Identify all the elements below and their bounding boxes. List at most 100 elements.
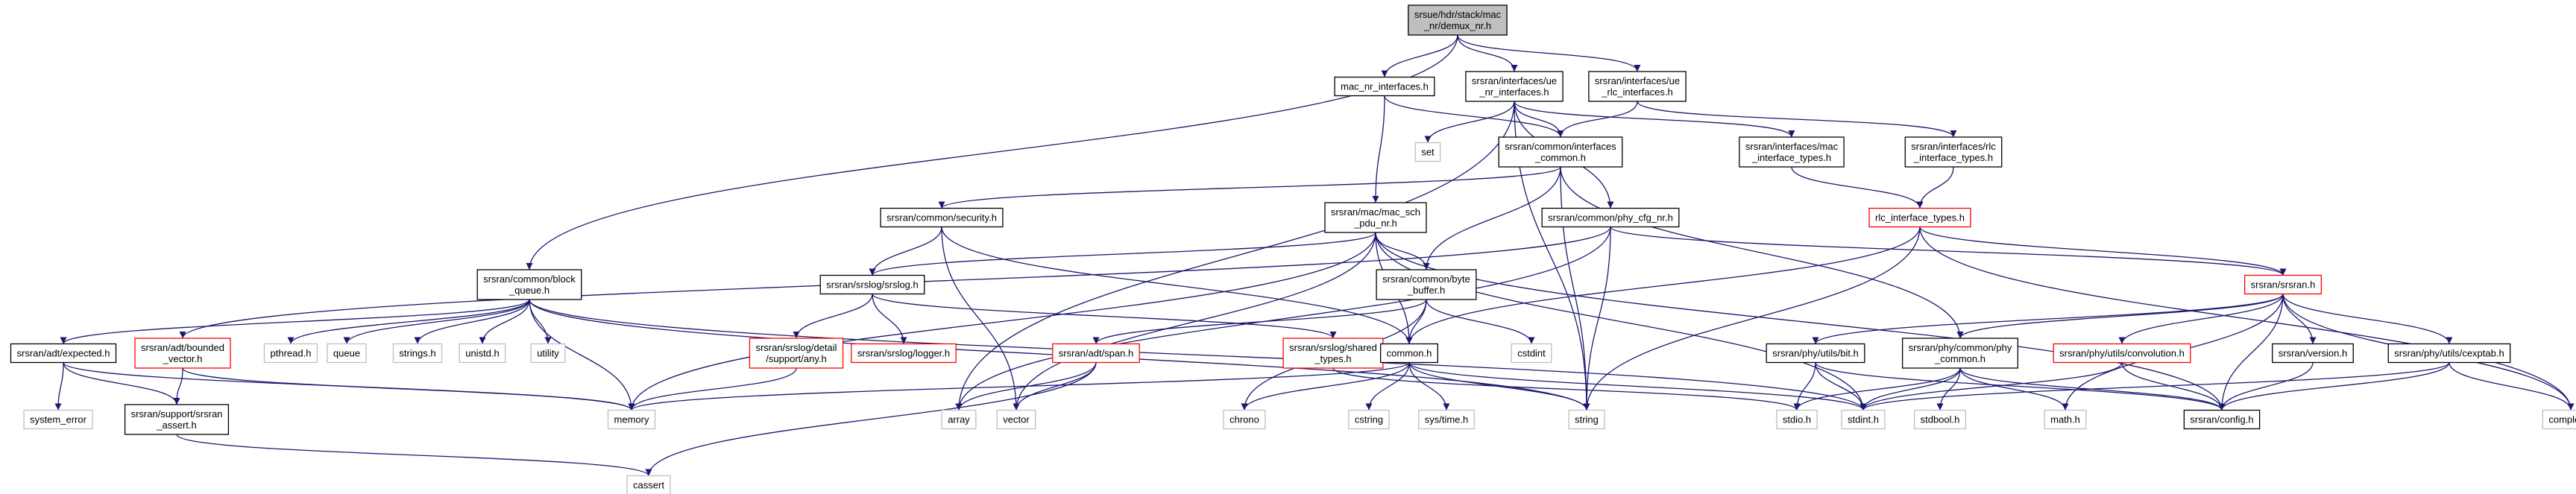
node-cstring: cstring bbox=[1348, 409, 1390, 430]
node-cexptab[interactable]: srsran/phy/utils/cexptab.h bbox=[2387, 343, 2511, 364]
node-shared-types[interactable]: srsran/srslog/shared_types.h bbox=[1282, 338, 1384, 369]
node-set: set bbox=[1414, 142, 1441, 162]
node-unistd: unistd.h bbox=[459, 343, 506, 364]
node-byte-buffer[interactable]: srsran/common/byte_buffer.h bbox=[1376, 269, 1477, 300]
node-label: srsran/interfaces/rlc bbox=[1911, 141, 1996, 152]
edge-common-h-to-systime bbox=[1408, 362, 1450, 411]
node-box bbox=[1052, 343, 1140, 364]
node-label: cassert bbox=[633, 480, 664, 491]
node-label: utility bbox=[537, 348, 559, 359]
node-box bbox=[1379, 343, 1439, 364]
node-convolution[interactable]: srsran/phy/utils/convolution.h bbox=[2053, 343, 2191, 364]
edge-rlc-if-types-to-string bbox=[1583, 227, 1921, 411]
node-phy-common[interactable]: srsran/phy/common/phy_common.h bbox=[1901, 338, 2019, 369]
edge-if-common-to-phy-common bbox=[1560, 166, 1964, 339]
edge-mac-nr-if-to-if-common bbox=[1384, 95, 1564, 138]
node-label: chrono bbox=[1229, 414, 1259, 425]
node-ue-nr-if[interactable]: srsran/interfaces/ue_nr_interfaces.h bbox=[1465, 71, 1563, 102]
node-srsran-h[interactable]: srsran/srsran.h bbox=[2243, 274, 2323, 295]
edge-srsran-h-to-version bbox=[2282, 294, 2317, 344]
node-label: _interface_types.h bbox=[1913, 152, 1993, 163]
edge-block-queue-to-queue bbox=[343, 299, 530, 344]
node-box bbox=[2243, 274, 2323, 295]
node-box bbox=[1376, 269, 1477, 300]
node-mac-sch[interactable]: srsran/mac/mac_sch_pdu_nr.h bbox=[1324, 202, 1427, 233]
edge-bounded-vec-to-memory bbox=[182, 367, 635, 411]
node-label: mac_nr_interfaces.h bbox=[1341, 81, 1429, 92]
node-box bbox=[392, 343, 443, 364]
edge-mac-sch-to-config bbox=[1375, 232, 2226, 411]
node-bounded-vec[interactable]: srsran/adt/bounded_vector.h bbox=[134, 338, 231, 369]
node-label: _assert.h bbox=[156, 419, 196, 431]
node-label: srsran/adt/expected.h bbox=[16, 348, 110, 359]
edge-srslog-to-detail-any bbox=[793, 294, 873, 339]
node-block-queue[interactable]: srsran/common/block_queue.h bbox=[476, 269, 582, 300]
node-mac-if-types[interactable]: srsran/interfaces/mac_interface_types.h bbox=[1739, 136, 1845, 168]
node-ue-rlc-if[interactable]: srsran/interfaces/ue_rlc_interfaces.h bbox=[1588, 71, 1687, 102]
edge-srsran-h-to-convolution bbox=[2118, 294, 2284, 344]
node-bit-h[interactable]: srsran/phy/utils/bit.h bbox=[1766, 343, 1865, 364]
node-label: srsran/common/block bbox=[483, 273, 576, 285]
node-label: vector bbox=[1003, 414, 1030, 425]
node-label: complex.h bbox=[2548, 414, 2576, 425]
node-box bbox=[1868, 207, 1971, 228]
node-label: srsran/common/interfaces bbox=[1505, 141, 1616, 152]
node-box bbox=[1776, 409, 1818, 430]
node-root[interactable]: srsue/hdr/stack/mac_nr/demux_nr.h bbox=[1408, 4, 1508, 36]
node-box bbox=[2044, 409, 2087, 430]
node-logger[interactable]: srsran/srslog/logger.h bbox=[851, 343, 957, 364]
edge-security-to-srslog bbox=[869, 227, 942, 276]
edge-byte-buffer-to-span bbox=[1092, 299, 1427, 344]
edge-root-to-block-queue bbox=[526, 34, 1458, 270]
node-detail-any[interactable]: srsran/srslog/detail/support/any.h bbox=[749, 338, 844, 369]
node-label: _nr/demux_nr.h bbox=[1423, 20, 1491, 31]
edge-mac-nr-if-to-mac-sch bbox=[1372, 95, 1385, 203]
node-version[interactable]: srsran/version.h bbox=[2272, 343, 2354, 364]
node-mac-nr-if[interactable]: mac_nr_interfaces.h bbox=[1334, 76, 1435, 97]
node-srslog[interactable]: srsran/srslog/srslog.h bbox=[819, 274, 925, 295]
edge-span-to-cassert bbox=[645, 362, 1097, 476]
node-security[interactable]: srsran/common/security.h bbox=[880, 207, 1004, 228]
node-common-h[interactable]: common.h bbox=[1379, 343, 1439, 364]
node-span[interactable]: srsran/adt/span.h bbox=[1052, 343, 1140, 364]
node-rlc-if-types[interactable]: rlc_interface_types.h bbox=[1868, 207, 1971, 228]
edge-srslog-to-logger bbox=[872, 294, 907, 344]
node-label: _vector.h bbox=[163, 353, 203, 364]
node-label: srsran/common/byte bbox=[1382, 273, 1470, 285]
node-box bbox=[1408, 4, 1508, 36]
node-config[interactable]: srsran/config.h bbox=[2183, 409, 2261, 430]
node-box bbox=[1568, 409, 1605, 430]
edge-block-queue-to-memory bbox=[529, 299, 635, 411]
node-expected[interactable]: srsran/adt/expected.h bbox=[10, 343, 117, 364]
node-label: math.h bbox=[2050, 414, 2080, 425]
edge-block-queue-to-unistd bbox=[479, 299, 530, 344]
node-srsran-assert[interactable]: srsran/support/srsran_assert.h bbox=[124, 404, 230, 435]
node-label: stdint.h bbox=[1848, 414, 1879, 425]
node-box bbox=[1904, 136, 2003, 168]
node-label: set bbox=[1421, 147, 1435, 158]
node-box bbox=[1418, 409, 1475, 430]
edge-ue-nr-if-to-set bbox=[1424, 101, 1515, 143]
edge-srsran-assert-to-cassert bbox=[176, 434, 652, 477]
node-label: _pdu_nr.h bbox=[1353, 218, 1397, 229]
edge-phy-common-to-math bbox=[1959, 367, 2069, 411]
edge-phy-common-to-stdint bbox=[1859, 367, 1961, 411]
node-label: unistd.h bbox=[465, 348, 500, 359]
edge-srsran-h-to-bit-h bbox=[1812, 294, 2284, 344]
node-rlc-if-types-dir[interactable]: srsran/interfaces/rlc_interface_types.h bbox=[1904, 136, 2003, 168]
node-if-common[interactable]: srsran/common/interfaces_common.h bbox=[1498, 136, 1623, 168]
node-label: _types.h bbox=[1314, 353, 1351, 364]
node-box bbox=[607, 409, 656, 430]
node-string: string bbox=[1568, 409, 1605, 430]
node-box bbox=[530, 343, 566, 364]
node-label: _rlc_interfaces.h bbox=[1601, 86, 1672, 98]
edge-layer bbox=[54, 34, 2575, 477]
node-box bbox=[749, 338, 844, 369]
edge-if-common-to-string bbox=[1560, 166, 1590, 411]
node-label: srsran/support/srsran bbox=[131, 408, 223, 419]
node-label: _common.h bbox=[1534, 152, 1586, 163]
node-cassert: cassert bbox=[626, 475, 671, 494]
node-phy-cfg[interactable]: srsran/common/phy_cfg_nr.h bbox=[1541, 207, 1680, 228]
node-memory: memory bbox=[607, 409, 656, 430]
node-label: srsran/phy/utils/cexptab.h bbox=[2394, 348, 2504, 359]
